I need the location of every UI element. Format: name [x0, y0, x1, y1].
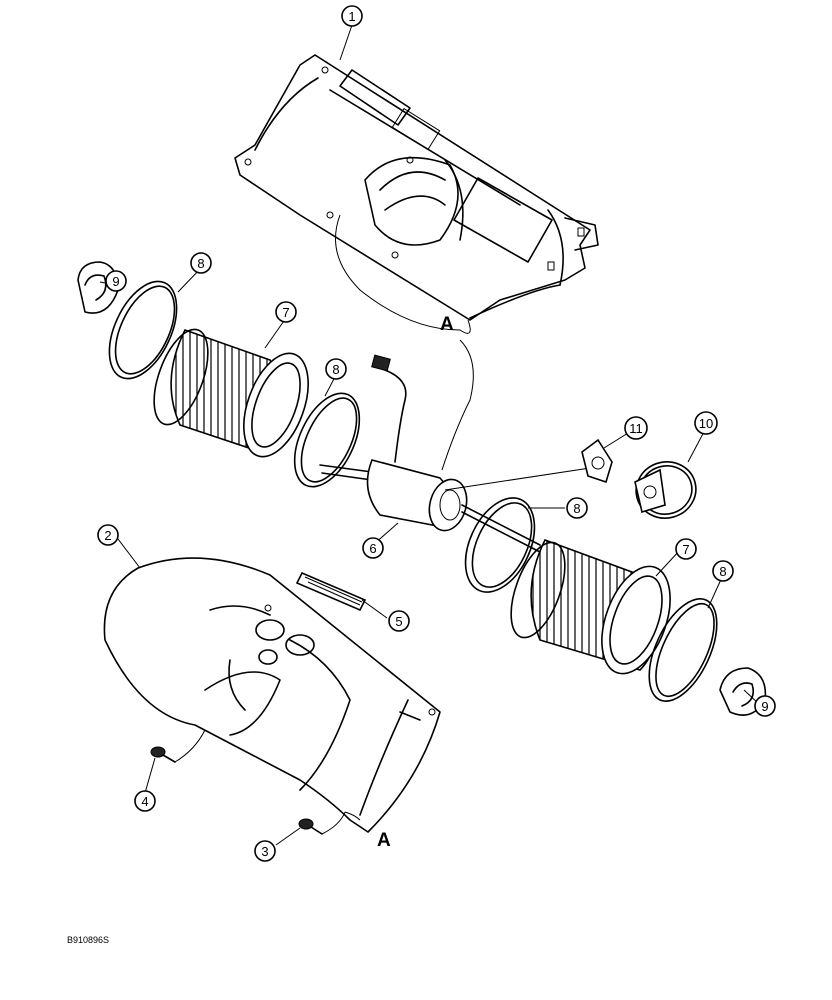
leader-lines [99, 24, 761, 846]
upper-blower-housing [234, 54, 599, 321]
wire-harness-route [335, 214, 474, 471]
callout-5: 5 [388, 610, 410, 632]
seal-ring-right [648, 598, 718, 702]
filter-foam-strip [295, 571, 367, 612]
hose-clamp [634, 461, 697, 519]
figure-code: B910896S [67, 935, 109, 945]
blower-wheel-right [510, 539, 671, 675]
callout-9a: 9 [105, 270, 127, 292]
reference-a-top: A [440, 314, 454, 335]
callout-3: 3 [254, 840, 276, 862]
blower-wheel-left [153, 328, 309, 458]
reference-a-bottom: A [377, 830, 391, 851]
callout-9a-label: 9 [112, 274, 119, 289]
seal-ring-left [108, 280, 178, 380]
callout-7b: 7 [675, 538, 697, 560]
seal-ring-center-left [293, 392, 361, 488]
callout-7a: 7 [275, 301, 297, 323]
callout-9b-label: 9 [761, 699, 768, 714]
lower-blower-housing [103, 557, 441, 833]
motor-bracket [581, 438, 613, 484]
callout-8a: 8 [190, 252, 212, 274]
seal-ring-center-right [464, 497, 536, 593]
callout-10-label: 10 [699, 416, 713, 431]
callout-11-label: 11 [629, 421, 643, 436]
callout-4: 4 [134, 790, 156, 812]
callout-6-label: 6 [369, 541, 376, 556]
blower-motor [319, 354, 591, 553]
callout-6: 6 [362, 537, 384, 559]
callout-10: 10 [694, 411, 718, 435]
callout-7a-label: 7 [282, 305, 289, 320]
callout-1-label: 1 [348, 9, 355, 24]
callout-8d: 8 [712, 560, 734, 582]
callout-4-label: 4 [141, 794, 148, 809]
screw-4 [150, 729, 206, 763]
callout-9b: 9 [754, 695, 776, 717]
callout-8d-label: 8 [719, 564, 726, 579]
callout-3-label: 3 [261, 844, 268, 859]
callout-8c: 8 [566, 497, 588, 519]
callout-8b-label: 8 [332, 362, 339, 377]
screw-3 [298, 811, 346, 835]
callout-8b: 8 [325, 358, 347, 380]
callout-8a-label: 8 [197, 256, 204, 271]
retaining-clip-right [719, 667, 767, 716]
callout-1: 1 [341, 5, 363, 27]
callout-7b-label: 7 [682, 542, 689, 557]
callout-5-label: 5 [395, 614, 402, 629]
callout-2-label: 2 [104, 528, 111, 543]
callout-8c-label: 8 [573, 501, 580, 516]
callout-2: 2 [97, 524, 119, 546]
callout-11: 11 [624, 416, 648, 440]
